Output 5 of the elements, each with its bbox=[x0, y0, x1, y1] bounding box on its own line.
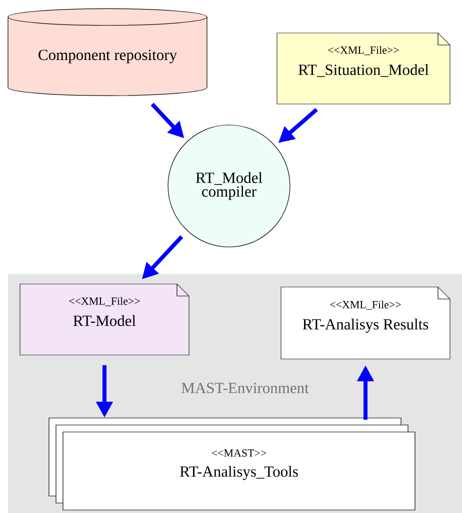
database-cylinder: Component repository bbox=[8, 8, 208, 96]
stacked-document-box: <<MAST>> RT-Analisys_Tools bbox=[48, 418, 416, 510]
document-box: <<XML_File>> RT-Model bbox=[20, 284, 190, 356]
document-box: <<XML_File>> RT_Situation_Model bbox=[276, 32, 450, 104]
document-box: <<XML_File>> RT-Analisys Results bbox=[280, 286, 450, 360]
